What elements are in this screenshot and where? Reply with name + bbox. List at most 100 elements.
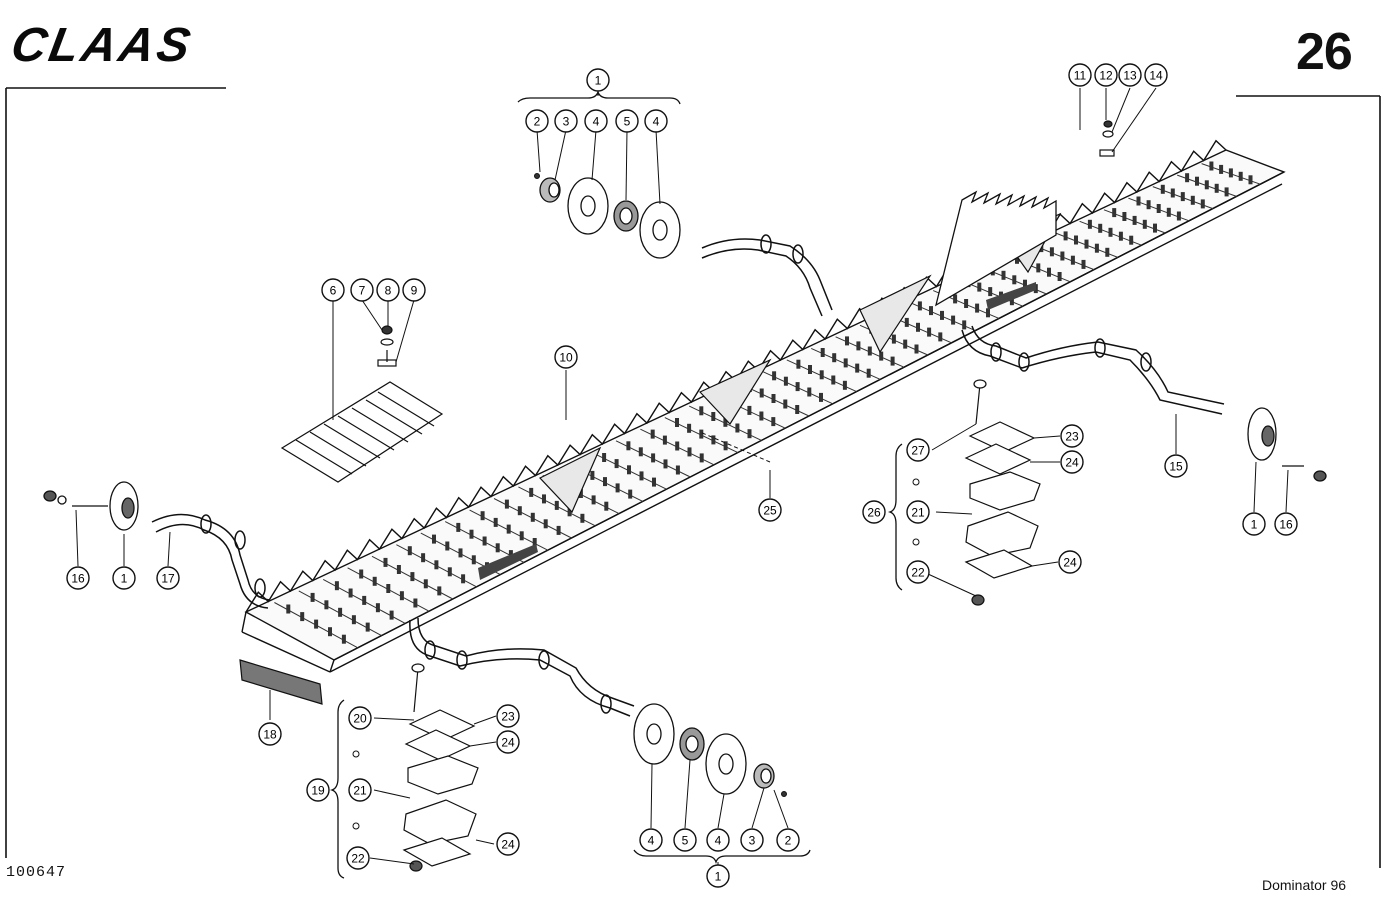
callout-circle	[906, 500, 930, 524]
callout-label: 8	[385, 284, 392, 298]
callout-circle	[321, 278, 345, 302]
callout-label: 24	[501, 838, 515, 852]
callout-2: 2	[525, 109, 549, 133]
callout-24: 24	[496, 730, 520, 754]
callout-3: 3	[554, 109, 578, 133]
callout-19: 19	[306, 778, 330, 802]
callout-circle	[776, 828, 800, 852]
callout-label: 27	[911, 444, 925, 458]
callout-4: 4	[706, 828, 730, 852]
callout-circle	[1242, 512, 1266, 536]
callout-label: 1	[121, 572, 128, 586]
callout-15: 15	[1164, 454, 1188, 478]
callout-label: 22	[351, 852, 365, 866]
bearing-block-assembly-left	[402, 663, 479, 872]
callout-circle	[112, 566, 136, 590]
callout-label: 13	[1123, 69, 1137, 83]
callout-label: 6	[330, 284, 337, 298]
callout-label: 14	[1149, 69, 1163, 83]
callout-label: 16	[1279, 518, 1293, 532]
page-frame	[5, 87, 1381, 868]
callout-label: 11	[1074, 69, 1087, 83]
leader-lines	[75, 87, 1289, 866]
callout-16: 16	[1274, 512, 1298, 536]
callout-label: 1	[595, 74, 602, 88]
callout-3: 3	[740, 828, 764, 852]
callout-18: 18	[258, 722, 282, 746]
callout-circle	[156, 566, 180, 590]
wear-plate	[239, 659, 323, 705]
callout-circle	[758, 498, 782, 522]
callout-circle	[906, 560, 930, 584]
model-label: Dominator 96	[1262, 877, 1347, 893]
callout-24: 24	[1058, 550, 1082, 574]
callout-circle	[306, 778, 330, 802]
callout-25: 25	[758, 498, 782, 522]
callout-circle	[346, 846, 370, 870]
callout-circle	[1274, 512, 1298, 536]
callout-label: 26	[867, 506, 881, 520]
callout-label: 24	[1065, 456, 1079, 470]
bearing-stack-top	[539, 177, 681, 259]
bearing-block-assembly-right	[964, 379, 1041, 606]
callout-label: 4	[593, 115, 600, 129]
callout-1: 1	[1242, 512, 1266, 536]
callout-circle	[1060, 450, 1084, 474]
callout-label: 5	[682, 834, 689, 848]
callout-10: 10	[554, 345, 578, 369]
callout-22: 22	[906, 560, 930, 584]
document-number: 100647	[6, 864, 67, 881]
callout-label: 21	[353, 784, 367, 798]
callout-circle	[644, 109, 668, 133]
callout-label: 21	[911, 506, 925, 520]
callout-circle	[348, 706, 372, 730]
callout-circle	[1094, 63, 1118, 87]
callout-13: 13	[1118, 63, 1142, 87]
callout-label: 5	[624, 115, 631, 129]
callout-23: 23	[496, 704, 520, 728]
callout-circle	[706, 828, 730, 852]
callout-circle	[673, 828, 697, 852]
hub-flange-right	[1247, 407, 1327, 482]
shaker-arm-lower	[409, 617, 635, 717]
callout-11: 11	[1068, 63, 1092, 87]
callout-circle	[1144, 63, 1168, 87]
callout-circle	[706, 864, 730, 888]
shaker-arm-upper	[701, 234, 833, 317]
callout-4: 4	[584, 109, 608, 133]
rubber-strips	[478, 282, 1036, 580]
callout-5: 5	[673, 828, 697, 852]
callout-label: 23	[501, 710, 515, 724]
callout-4: 4	[644, 109, 668, 133]
callout-label: 4	[653, 115, 660, 129]
hub-flange-left	[43, 481, 139, 531]
callout-label: 12	[1099, 69, 1113, 83]
callout-5: 5	[615, 109, 639, 133]
callout-label: 7	[359, 284, 366, 298]
shaker-arm-left	[151, 513, 271, 609]
callout-circle	[1068, 63, 1092, 87]
callout-label: 4	[715, 834, 722, 848]
callout-circle	[376, 278, 400, 302]
callout-9: 9	[402, 278, 426, 302]
callout-24: 24	[496, 832, 520, 856]
callout-14: 14	[1144, 63, 1168, 87]
callout-label: 19	[311, 784, 325, 798]
bolt-assembly-right	[1099, 120, 1115, 157]
callout-label: 25	[763, 504, 777, 518]
callout-label: 20	[353, 712, 367, 726]
callout-6: 6	[321, 278, 345, 302]
callout-circle	[639, 828, 663, 852]
callout-23: 23	[1060, 424, 1084, 448]
callout-circle	[350, 278, 374, 302]
callout-label: 9	[411, 284, 418, 298]
callout-circle	[740, 828, 764, 852]
bolt-assembly-top	[377, 325, 397, 367]
callout-label: 15	[1169, 460, 1183, 474]
callout-1: 1	[112, 566, 136, 590]
callout-26: 26	[862, 500, 886, 524]
callout-circle	[906, 438, 930, 462]
spacer-dots	[352, 173, 920, 830]
